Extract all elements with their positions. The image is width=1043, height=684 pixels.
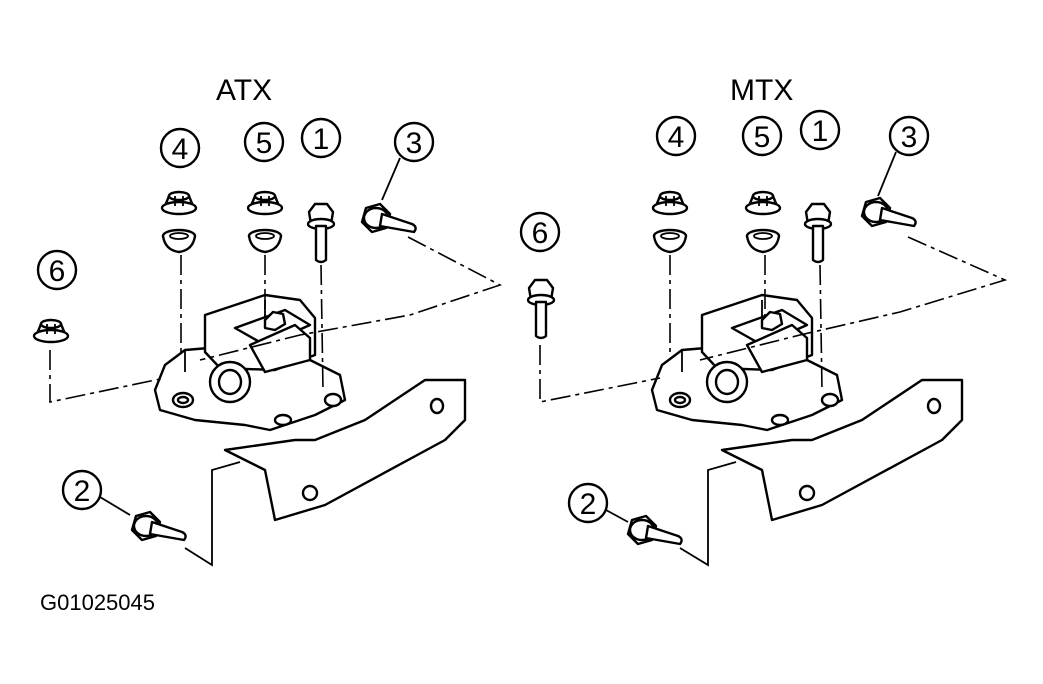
svg-text:4: 4 — [668, 121, 685, 154]
callout-3-leader-mtx — [877, 151, 897, 197]
mount-assembly-atx — [153, 293, 467, 522]
cup-washer-4-atx — [161, 228, 197, 254]
svg-text:6: 6 — [49, 255, 66, 288]
bolt-6-mtx — [526, 278, 556, 340]
bolt-2-atx — [130, 510, 187, 542]
svg-text:6: 6 — [532, 217, 549, 250]
callout-3-leader-atx — [381, 157, 401, 201]
panel-title-mtx: MTX — [730, 74, 793, 107]
svg-text:2: 2 — [74, 475, 91, 508]
svg-text:4: 4 — [172, 133, 189, 166]
cup-washer-4-mtx — [652, 228, 688, 254]
callout-5-mtx: 5 — [741, 115, 783, 157]
callout-2-atx: 2 — [61, 469, 103, 511]
callout-3-atx: 3 — [393, 121, 435, 163]
svg-text:3: 3 — [406, 127, 423, 160]
atx-panel: ATX 4 5 — [32, 74, 503, 567]
callout-6-mtx: 6 — [519, 211, 561, 253]
callout-4-mtx: 4 — [655, 115, 697, 157]
callout-1-mtx: 1 — [799, 109, 841, 151]
svg-text:5: 5 — [256, 127, 273, 160]
figure-id: G01025045 — [40, 590, 155, 615]
callout-1-atx: 1 — [300, 117, 342, 159]
callout-6-atx: 6 — [36, 249, 78, 291]
callout-2-leader-mtx — [605, 509, 629, 523]
svg-text:3: 3 — [901, 121, 918, 154]
bolt-1-mtx — [803, 202, 833, 264]
svg-text:5: 5 — [754, 121, 771, 154]
callout-2-mtx: 2 — [567, 482, 609, 524]
panel-title-atx: ATX — [216, 74, 272, 107]
bolt-3-mtx — [860, 196, 917, 228]
callout-4-atx: 4 — [159, 127, 201, 169]
mount-assembly-mtx — [650, 293, 964, 522]
leader-lines-atx — [49, 236, 503, 567]
flange-nut-4-mtx — [651, 190, 689, 216]
bolt-2-mtx — [626, 514, 683, 546]
cup-washer-5-atx — [247, 228, 283, 254]
svg-text:2: 2 — [580, 488, 597, 521]
flange-nut-5-atx — [246, 190, 284, 216]
callout-5-atx: 5 — [243, 121, 285, 163]
svg-text:1: 1 — [313, 123, 330, 156]
callout-3-mtx: 3 — [888, 115, 930, 157]
bolt-1-atx — [306, 202, 336, 264]
flange-nut-5-mtx — [744, 190, 782, 216]
cup-washer-5-mtx — [745, 228, 781, 254]
flange-nut-4-atx — [160, 190, 198, 216]
leader-lines-mtx — [539, 236, 1008, 567]
bolt-3-atx — [360, 202, 417, 234]
mtx-panel: MTX 4 5 1 — [519, 74, 1008, 567]
nut-6-atx — [32, 318, 70, 344]
callout-2-leader-atx — [99, 496, 131, 516]
svg-text:1: 1 — [812, 115, 829, 148]
